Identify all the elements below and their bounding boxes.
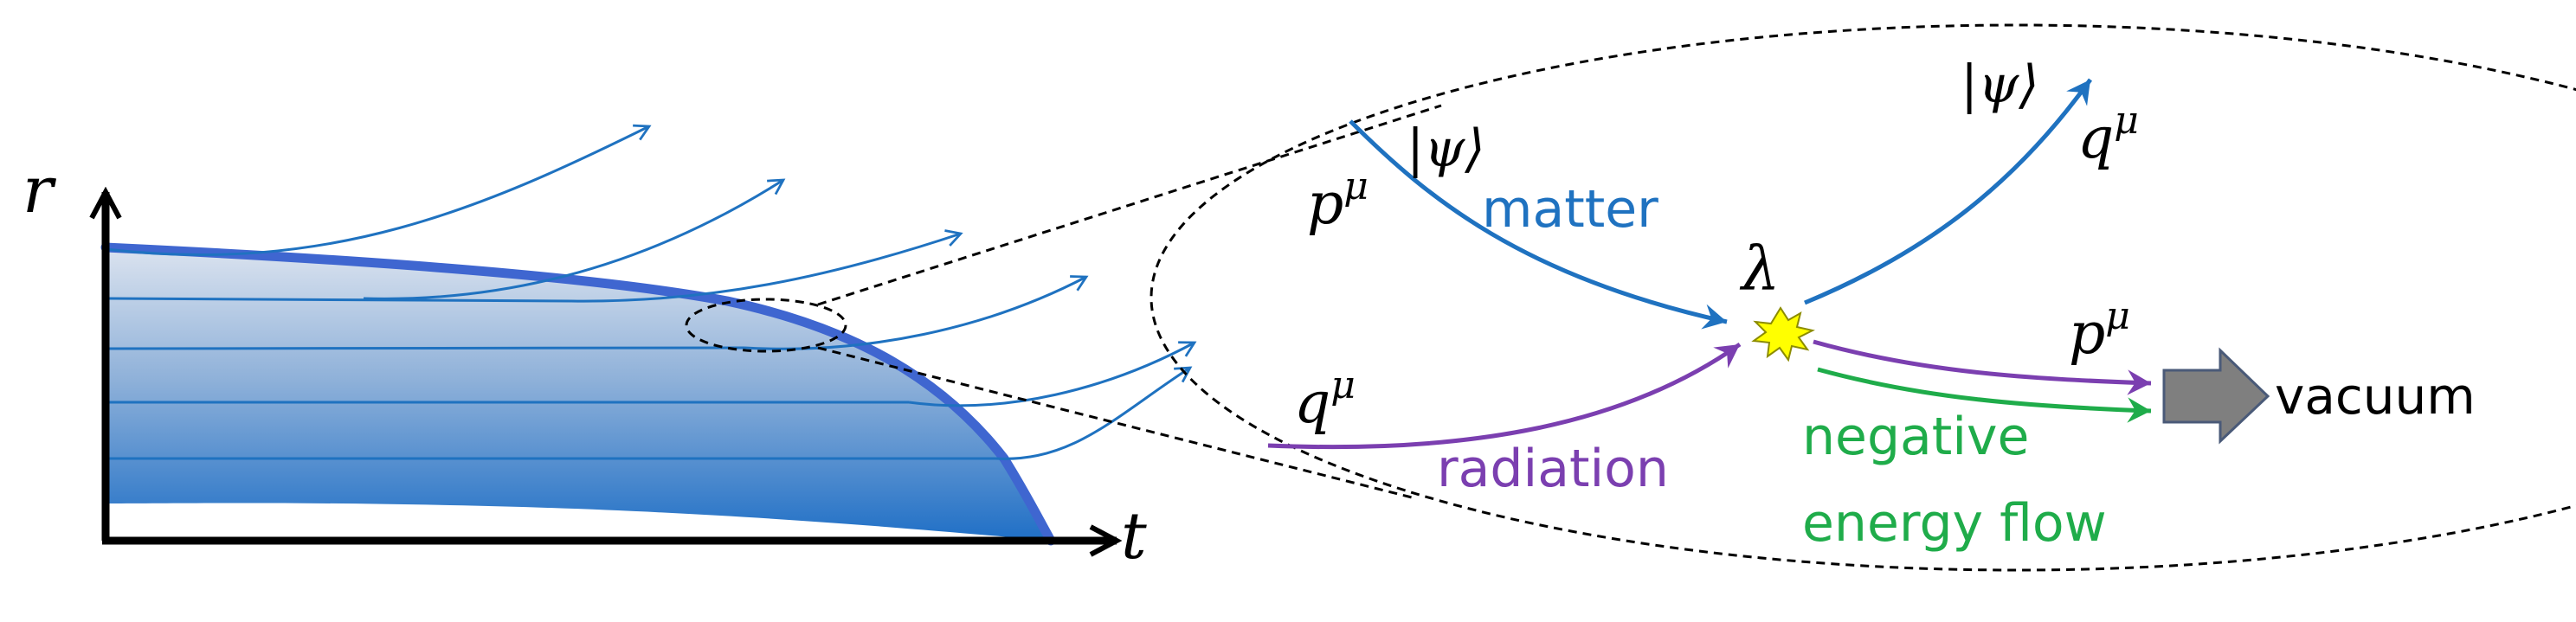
trajectory-arrow xyxy=(570,229,963,303)
matter-label: matter xyxy=(1482,179,1658,240)
vacuum-arrow-icon xyxy=(2162,347,2270,445)
burst-icon xyxy=(1751,306,1815,362)
matter-outgoing-arrow xyxy=(1804,78,2093,305)
body-fill xyxy=(106,247,1051,541)
outgoing-trajectories xyxy=(105,124,1197,460)
energy-flow-label: energy flow xyxy=(1802,493,2107,554)
trajectory-arrow xyxy=(363,178,786,300)
negative-label: negative xyxy=(1802,407,2029,467)
zoom-connector-top xyxy=(817,104,1442,306)
interaction-vertex xyxy=(1751,306,1815,362)
body-outline xyxy=(100,242,1056,546)
vacuum-label: vacuum xyxy=(2275,367,2476,426)
outgoing-momentum-label: qμ xyxy=(2077,99,2139,171)
emitted-momentum-label: pμ xyxy=(2069,294,2130,367)
vertex-label: λ xyxy=(1739,234,1780,305)
zoom-source-ellipse xyxy=(685,298,847,353)
axes: r t xyxy=(23,153,1147,574)
matter-momentum-label: pμ xyxy=(1307,164,1368,237)
radiation-momentum-label: qμ xyxy=(1294,363,1356,436)
collapsing-body xyxy=(100,242,1056,546)
matter-state-label: |ψ⟩ xyxy=(1407,119,1485,179)
emitted-particle-arrow xyxy=(1813,339,2152,395)
y-axis-label: r xyxy=(23,153,57,228)
zoom-ellipse xyxy=(1150,23,2576,572)
matter-incoming-arrow xyxy=(1349,119,1728,330)
negative-energy-flow-arrow xyxy=(1817,367,2152,423)
zoom-callout xyxy=(685,23,2576,572)
trajectory-arrow xyxy=(908,341,1197,407)
radiation-incoming-arrow xyxy=(1267,342,1742,450)
outgoing-state-label: |ψ⟩ xyxy=(1961,55,2039,115)
trajectory-arrow xyxy=(995,366,1193,460)
matter-layers xyxy=(105,297,995,460)
x-axis-label: t xyxy=(1121,499,1147,574)
trajectory-arrow xyxy=(105,124,652,257)
radiation-label: radiation xyxy=(1437,439,1669,499)
layer-line xyxy=(105,346,745,350)
layer-line xyxy=(105,297,572,303)
